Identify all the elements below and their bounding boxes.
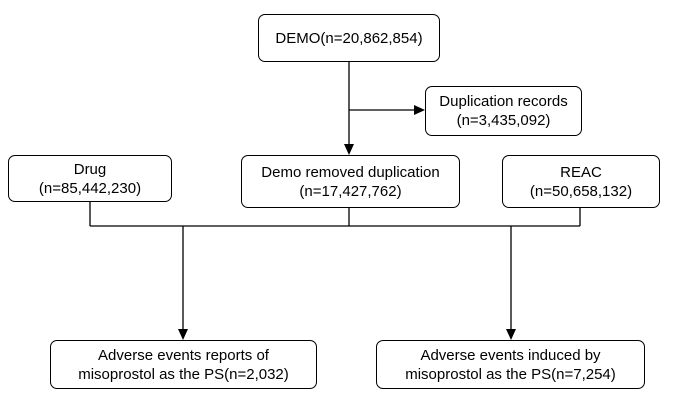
node-duplication-count: (n=3,435,092) [456, 112, 551, 129]
node-demo-removed-title: Demo removed duplication [261, 163, 440, 181]
node-induced-misoprostol-ps: Adverse events induced by misoprostol as… [376, 340, 645, 389]
node-induced-line2: misoprostol as the PS(n=7,254) [405, 365, 616, 383]
node-demo-text: DEMO(n=20,862,854) [275, 29, 423, 47]
node-reac: REAC (n=50,658,132) [502, 155, 660, 208]
node-duplication-records: Duplication records (n=3,435,092) [425, 86, 582, 136]
node-demo-removed-count: (n=17,427,762) [299, 182, 402, 200]
node-duplication-title: Duplication records [439, 93, 568, 110]
node-reac-title: REAC [560, 163, 602, 181]
node-demo-removed-duplication: Demo removed duplication (n=17,427,762) [241, 155, 460, 208]
arrowhead-demo-to-removed [344, 144, 354, 155]
node-reports-line2: misoprostol as the PS(n=2,032) [78, 365, 289, 383]
node-reports-line1: Adverse events reports of [98, 346, 269, 364]
node-induced-line1: Adverse events induced by [420, 346, 601, 364]
node-drug: Drug (n=85,442,230) [8, 155, 172, 202]
arrowhead-to-induced [506, 329, 516, 340]
node-reports-misoprostol-ps: Adverse events reports of misoprostol as… [50, 340, 317, 389]
arrowhead-to-reports [178, 329, 188, 340]
node-drug-title: Drug [73, 160, 107, 178]
node-demo: DEMO(n=20,862,854) [258, 14, 440, 62]
arrowhead-to-duplication [414, 105, 425, 115]
node-drug-count: (n=85,442,230) [38, 179, 142, 197]
node-reac-count: (n=50,658,132) [529, 182, 633, 200]
